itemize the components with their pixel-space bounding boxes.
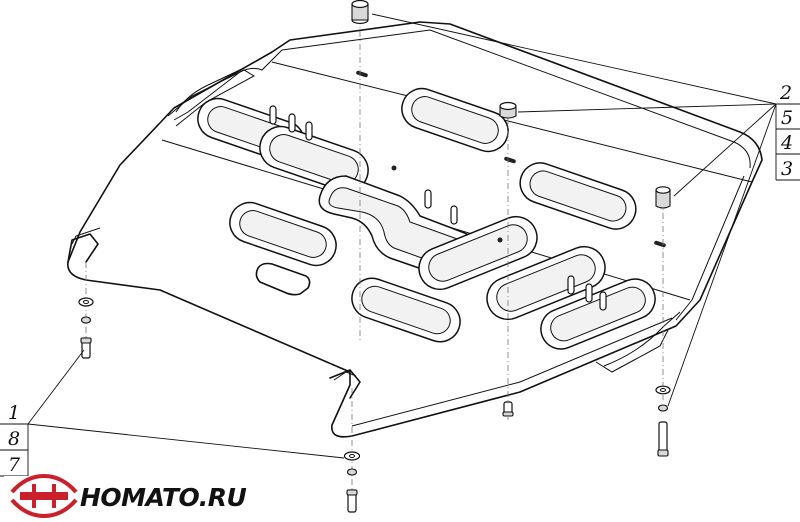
bolt-center-under <box>502 401 514 417</box>
bolt-right <box>655 385 671 457</box>
nut-middle <box>499 101 517 119</box>
plate-pins <box>269 70 666 311</box>
callout-1: 1 <box>8 402 20 424</box>
callout-7: 7 <box>8 454 21 476</box>
callout-5: 5 <box>781 107 793 129</box>
logo: HOMATO.RU <box>4 473 247 519</box>
logo-emblem-icon <box>10 473 78 519</box>
logo-text: HOMATO.RU <box>80 483 247 512</box>
leader-lines <box>0 13 800 500</box>
callout-8: 8 <box>8 428 20 450</box>
callouts-right: 2 5 4 3 <box>779 82 793 180</box>
callout-2: 2 <box>779 82 792 104</box>
plate-ribs <box>175 67 681 367</box>
bolt-bottom <box>343 451 361 513</box>
fasteners <box>78 0 671 513</box>
callout-3: 3 <box>781 158 793 180</box>
nut-right <box>655 186 671 209</box>
nut-top <box>351 0 369 25</box>
bolt-left <box>78 297 94 359</box>
callout-4: 4 <box>780 132 793 154</box>
